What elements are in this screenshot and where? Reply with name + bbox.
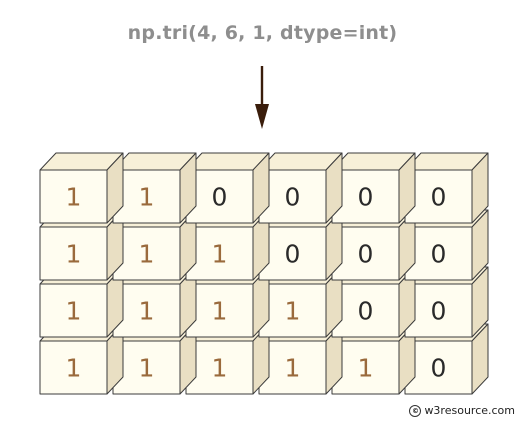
matrix-cell-cube: 0 bbox=[404, 152, 489, 224]
cube-front-face bbox=[39, 226, 108, 281]
down-arrow-icon bbox=[255, 66, 269, 129]
cell-value: 1 bbox=[66, 183, 82, 212]
cell-value: 1 bbox=[212, 240, 228, 269]
cube-front-face bbox=[39, 283, 108, 338]
copyright-icon: © bbox=[409, 404, 422, 417]
cell-value: 1 bbox=[212, 297, 228, 326]
matrix-cell-cube: 0 bbox=[331, 152, 416, 224]
watermark-credit: © w3resource.com bbox=[409, 404, 515, 417]
cell-value: 0 bbox=[212, 183, 228, 212]
cell-value: 0 bbox=[431, 183, 447, 212]
cell-value: 1 bbox=[66, 240, 82, 269]
cell-value: 1 bbox=[139, 354, 155, 383]
cell-value: 0 bbox=[431, 240, 447, 269]
cell-value: 0 bbox=[431, 354, 447, 383]
cell-value: 0 bbox=[285, 183, 301, 212]
cell-value: 0 bbox=[431, 297, 447, 326]
cell-value: 1 bbox=[285, 297, 301, 326]
cell-value: 1 bbox=[139, 183, 155, 212]
cell-value: 1 bbox=[66, 297, 82, 326]
matrix-cell-cube: 1 bbox=[112, 152, 197, 224]
cube-front-face bbox=[39, 340, 108, 395]
cell-value: 1 bbox=[66, 354, 82, 383]
credit-text: w3resource.com bbox=[424, 404, 515, 417]
cell-value: 0 bbox=[358, 297, 374, 326]
matrix-cell-cube: 1 bbox=[258, 266, 343, 338]
cell-value: 0 bbox=[285, 240, 301, 269]
matrix-cell-cube: 0 bbox=[185, 152, 270, 224]
cell-value: 0 bbox=[358, 240, 374, 269]
cell-value: 0 bbox=[358, 183, 374, 212]
function-call-title: np.tri(4, 6, 1, dtype=int) bbox=[127, 22, 398, 44]
cell-value: 1 bbox=[139, 240, 155, 269]
cell-value: 1 bbox=[212, 354, 228, 383]
matrix-cell-cube: 1 bbox=[39, 152, 124, 224]
cell-value: 1 bbox=[358, 354, 374, 383]
cell-value: 1 bbox=[285, 354, 301, 383]
matrix-cell-cube: 0 bbox=[258, 152, 343, 224]
matrix-cell-cube: 1 bbox=[112, 323, 197, 395]
cell-value: 1 bbox=[139, 297, 155, 326]
cube-front-face bbox=[39, 169, 108, 224]
